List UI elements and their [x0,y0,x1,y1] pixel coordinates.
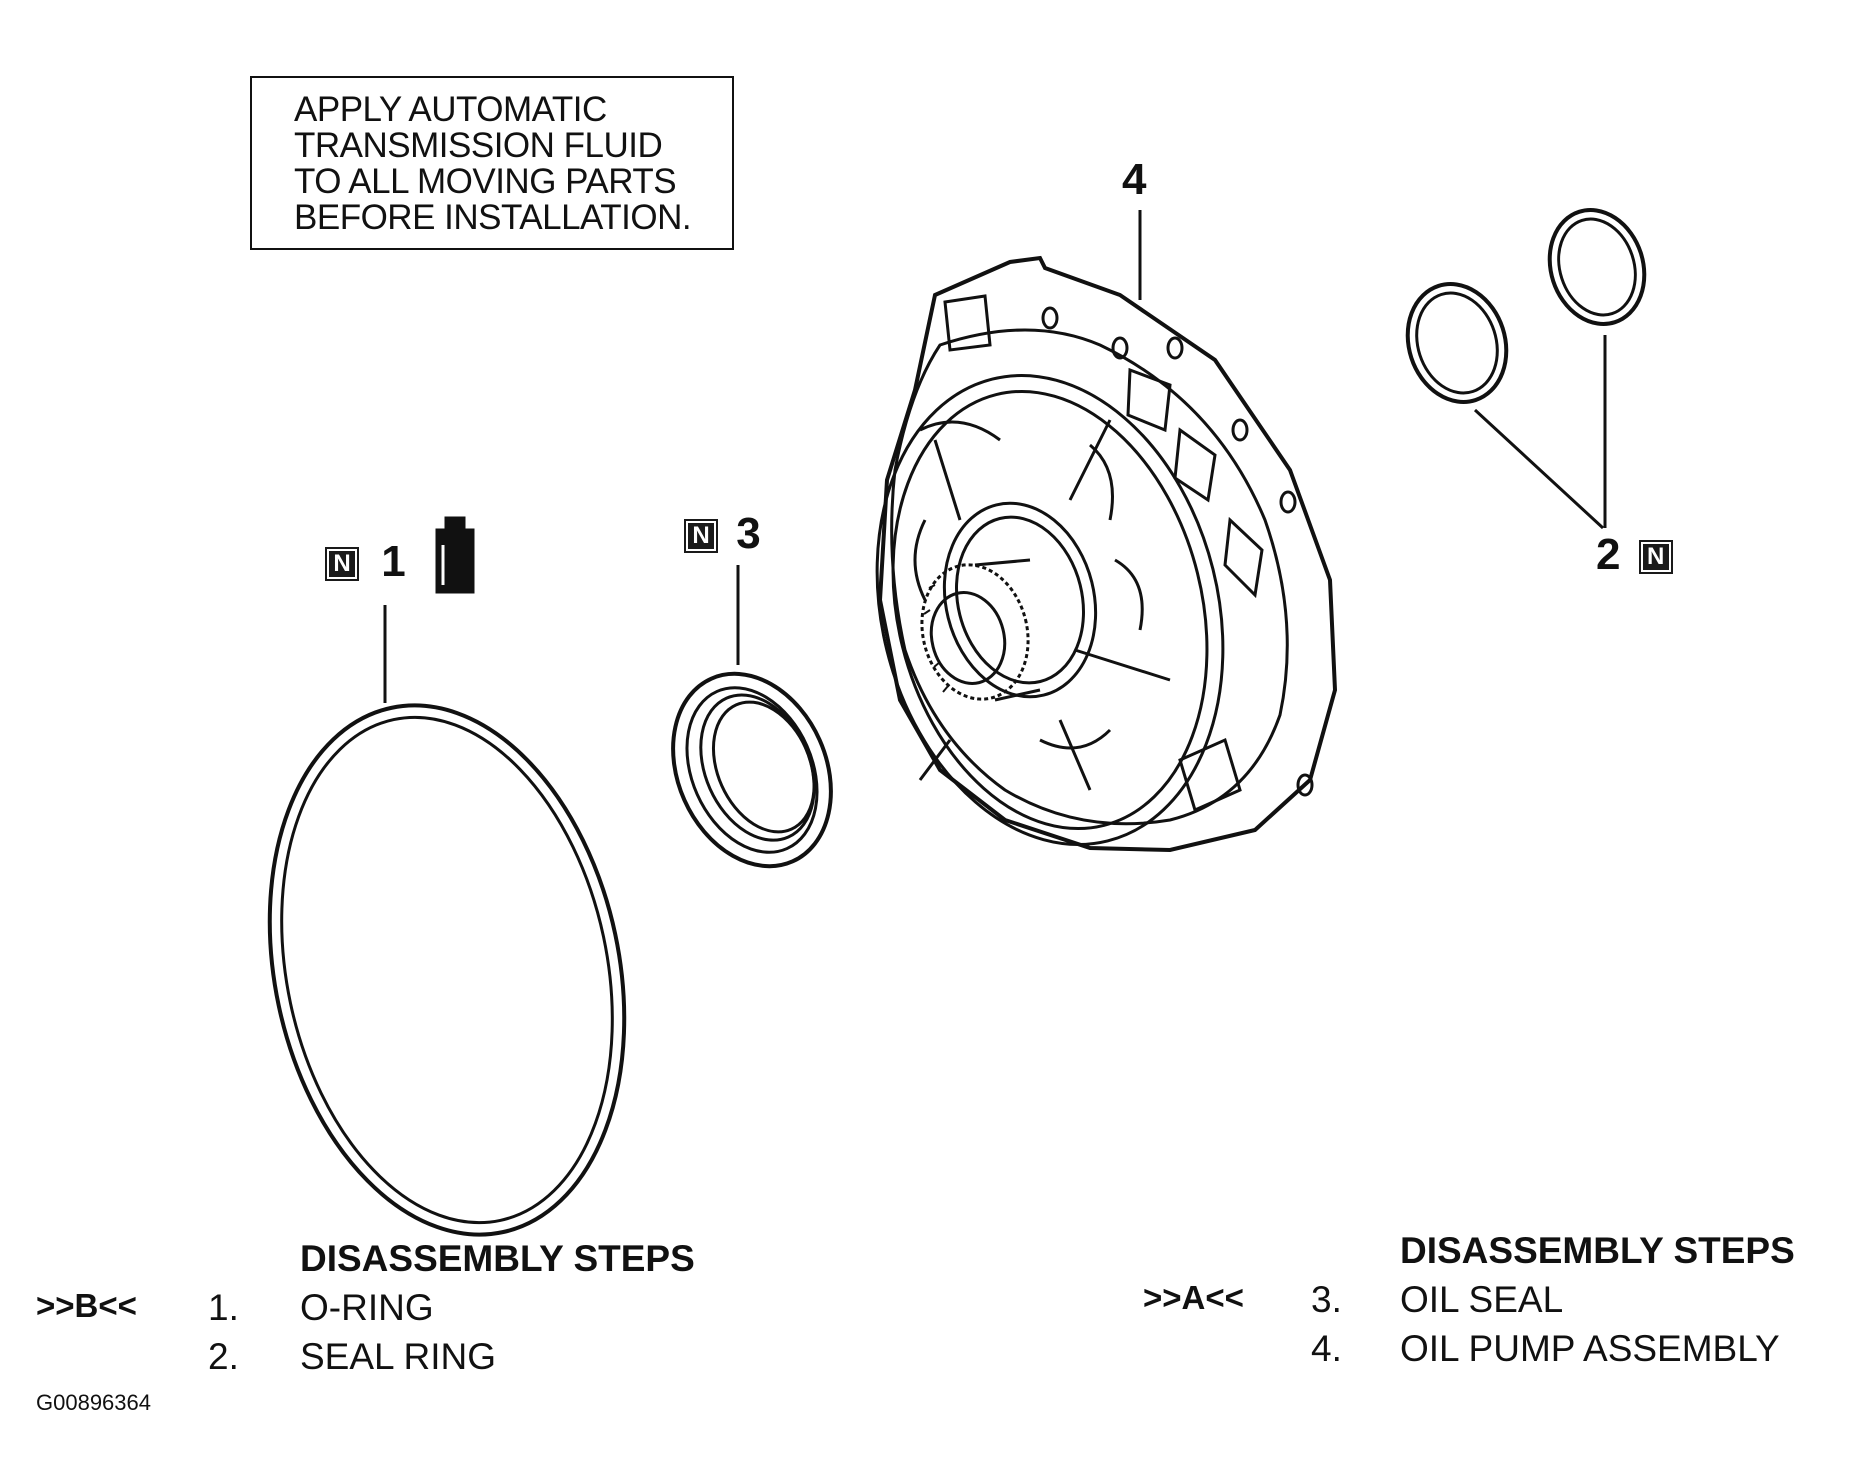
note-line-4: BEFORE INSTALLATION. [294,198,692,237]
step-number: 2. [208,1336,239,1377]
leader-line-part2b [1473,408,1605,530]
note-line-3: TO ALL MOVING PARTS [294,162,677,201]
steps-left-ref: >>B<< [36,1287,137,1324]
callout-part4: 4 [1122,158,1146,202]
note-line-2: TRANSMISSION FLUID [294,126,663,165]
new-part-badge-icon: N [1638,540,1673,575]
seal-ring-part-b [1547,208,1647,326]
step-number: 3. [1311,1279,1342,1320]
step-label: OIL SEAL [1400,1279,1564,1320]
step-label: OIL PUMP ASSEMBLY [1400,1328,1780,1369]
callout-part4-number: 4 [1122,155,1147,204]
callout-part3: N 3 [684,512,761,556]
fluid-can-icon [435,516,475,594]
step-number: 1. [208,1287,239,1328]
callout-part3-number: 3 [736,509,761,558]
callout-part2: 2 N [1596,533,1673,577]
step-label: SEAL RING [300,1336,497,1377]
step-number: 4. [1311,1328,1342,1369]
callout-part1: N 1 [325,540,406,584]
note-line-1: APPLY AUTOMATIC [294,90,607,129]
o-ring-part [267,703,627,1237]
new-part-badge-icon: N [325,547,359,582]
oil-seal-part [671,671,833,869]
figure-id: G00896364 [36,1390,151,1415]
callout-part1-number: 1 [381,537,406,586]
oil-pump-assembly-part [875,255,1338,853]
instruction-note-box: APPLY AUTOMATIC TRANSMISSION FLUID TO AL… [250,76,734,250]
steps-left-title: DISASSEMBLY STEPS [300,1238,695,1279]
callout-part2-number: 2 [1596,530,1621,579]
steps-right-title: DISASSEMBLY STEPS [1400,1230,1795,1271]
seal-ring-part-a [1405,282,1509,404]
step-label: O-RING [300,1287,434,1328]
new-part-badge-icon: N [684,519,718,554]
steps-right-ref: >>A<< [1143,1279,1244,1316]
